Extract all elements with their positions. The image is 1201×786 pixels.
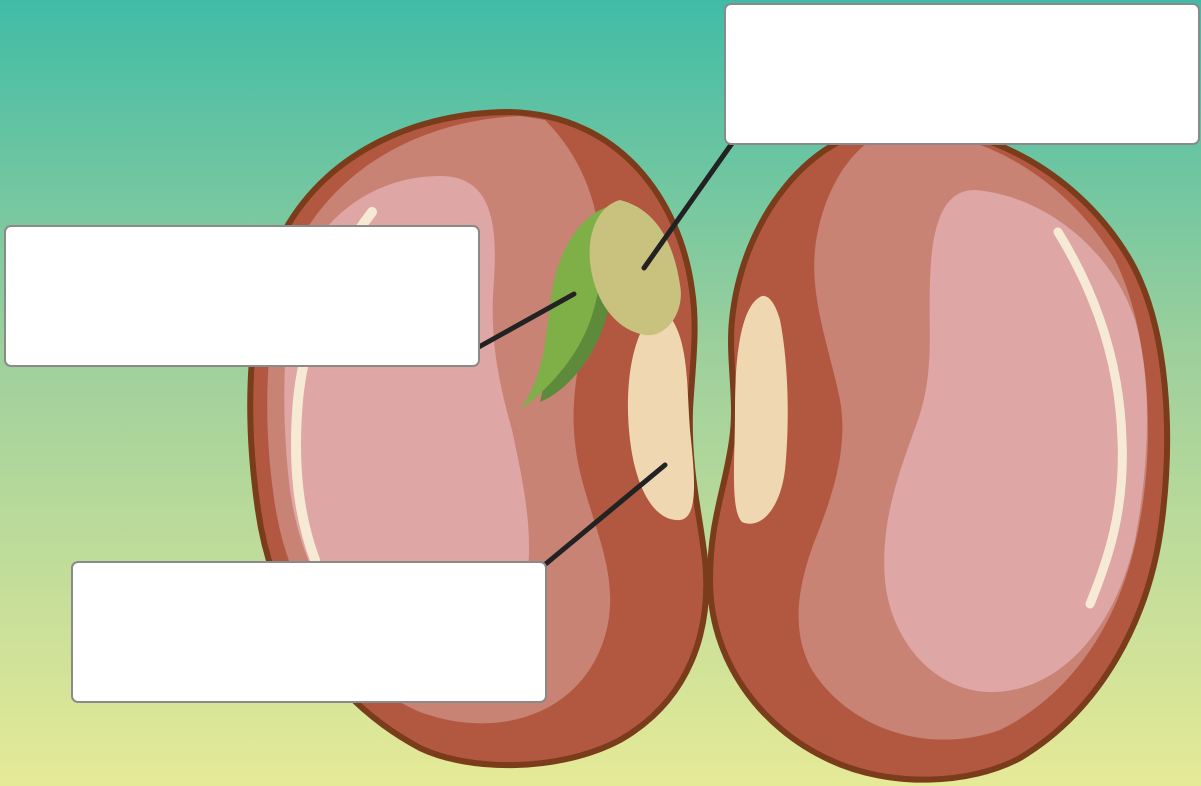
right-seed-half xyxy=(710,125,1167,780)
label-box-hilum[interactable] xyxy=(71,561,547,703)
right-hilum-scar xyxy=(734,296,788,524)
label-box-plumule[interactable] xyxy=(4,225,480,367)
label-box-radicle[interactable] xyxy=(724,3,1200,145)
